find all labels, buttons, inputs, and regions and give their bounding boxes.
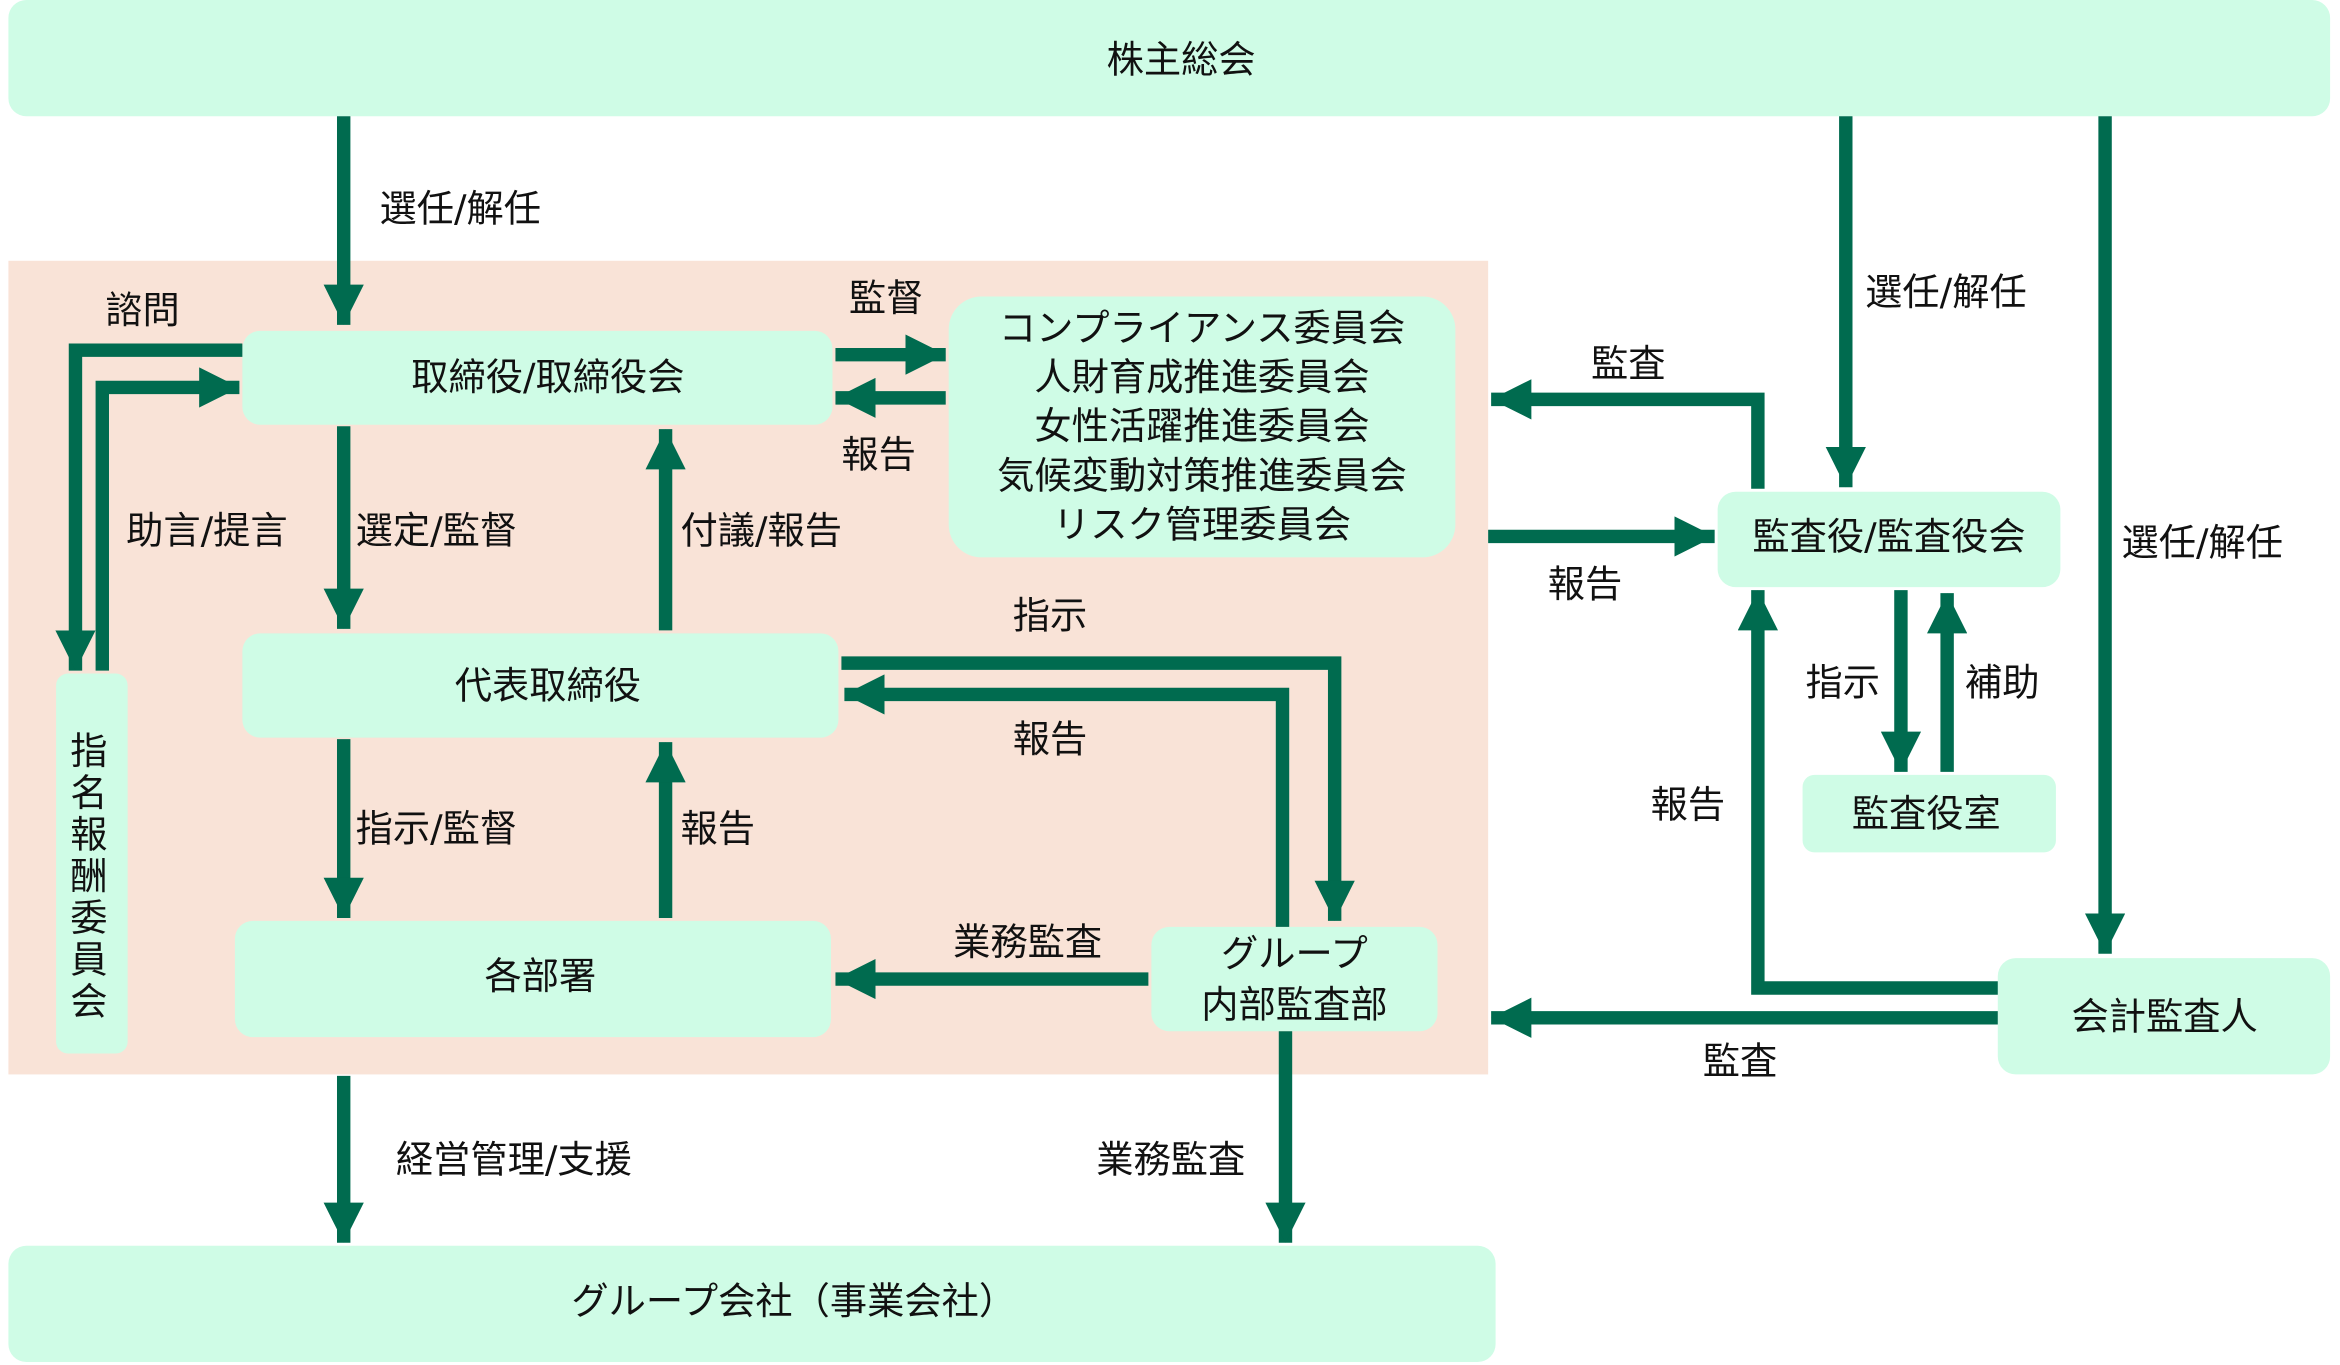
node-label: 会 (70, 979, 107, 1023)
node-label: 代表取締役 (455, 663, 641, 707)
node-internal-audit: グループ 内部監査部 (1151, 926, 1438, 1032)
node-label: グループ (1221, 932, 1368, 976)
node-departments: 各部署 (234, 920, 831, 1038)
arrow-consult (55, 343, 243, 671)
node-label: 名 (70, 771, 107, 815)
node-board: 取締役/取締役会 (242, 330, 833, 425)
node-label: コンプライアンス委員会 (999, 306, 1405, 350)
edge-label: 報告 (680, 807, 755, 851)
node-label: 委 (70, 896, 107, 940)
node-label: 監査役室 (1852, 792, 2001, 836)
arrow-report-accounting (1737, 590, 1998, 995)
node-label: 酬 (70, 854, 107, 898)
edge-label: 付議/報告 (680, 509, 842, 553)
edge-label: 選任/解任 (1865, 270, 2027, 314)
edge-label: 報告 (1013, 717, 1088, 761)
arrow-advice (95, 367, 240, 671)
node-label: 員 (70, 938, 107, 982)
edge-label: 補助 (1965, 661, 2040, 705)
node-group-companies: グループ会社（事業会社） (8, 1245, 1496, 1363)
edge-label: 報告 (1548, 562, 1623, 606)
edge-label: 報告 (1651, 783, 1726, 827)
edge-label: 選任/解任 (2121, 520, 2283, 564)
node-label: 指 (70, 729, 107, 773)
edge-label: 監督 (849, 276, 924, 320)
node-shareholders: 株主総会 (8, 0, 2331, 117)
arrow-instruct-internal (841, 656, 1355, 921)
node-nomination-committee: 指 名 報 酬 委 員 会 (56, 673, 128, 1054)
node-label: 気候変動対策推進委員会 (997, 453, 1407, 497)
node-label: グループ会社（事業会社） (571, 1279, 1016, 1323)
node-label: リスク管理委員会 (1053, 503, 1351, 547)
node-label: 株主総会 (1107, 38, 1256, 82)
edge-label: 業務監査 (953, 920, 1102, 964)
node-label: 各部署 (485, 954, 597, 998)
edge-label: 指示 (1013, 593, 1088, 637)
edge-label: 選任/解任 (379, 187, 541, 231)
node-committees: コンプライアンス委員会 人財育成推進委員会 女性活躍推進委員会 気候変動対策推進… (948, 296, 1456, 558)
arrow-report-internal (844, 674, 1290, 927)
node-label: 取締役/取締役会 (411, 355, 684, 399)
node-label: 女性活躍推進委員会 (1034, 404, 1369, 448)
node-label: 監査役/監査役会 (1752, 514, 2025, 558)
edge-label: 助言/提言 (126, 509, 288, 553)
edge-label: 業務監査 (1096, 1137, 1245, 1181)
edge-label: 経営管理/支援 (396, 1137, 632, 1181)
edge-label: 指示 (1806, 661, 1881, 705)
edge-label: 諮問 (105, 288, 180, 332)
node-label: 報 (70, 812, 107, 856)
node-label: 内部監査部 (1201, 982, 1387, 1026)
edge-label: 監査 (1591, 342, 1666, 386)
node-label: 会計監査人 (2072, 994, 2258, 1038)
node-label: 人財育成推進委員会 (1034, 355, 1369, 399)
arrow-audit-committee (1491, 379, 1765, 489)
edge-label: 選定/監督 (356, 509, 518, 553)
edge-label: 監査 (1703, 1039, 1778, 1083)
node-representative: 代表取締役 (242, 633, 839, 738)
node-accounting-auditor: 会計監査人 (1997, 958, 2331, 1075)
node-auditors: 監査役/監査役会 (1717, 491, 2061, 588)
edge-label: 指示/監督 (356, 807, 518, 851)
edge-label: 報告 (841, 433, 916, 477)
node-auditors-office: 監査役室 (1802, 774, 2056, 853)
